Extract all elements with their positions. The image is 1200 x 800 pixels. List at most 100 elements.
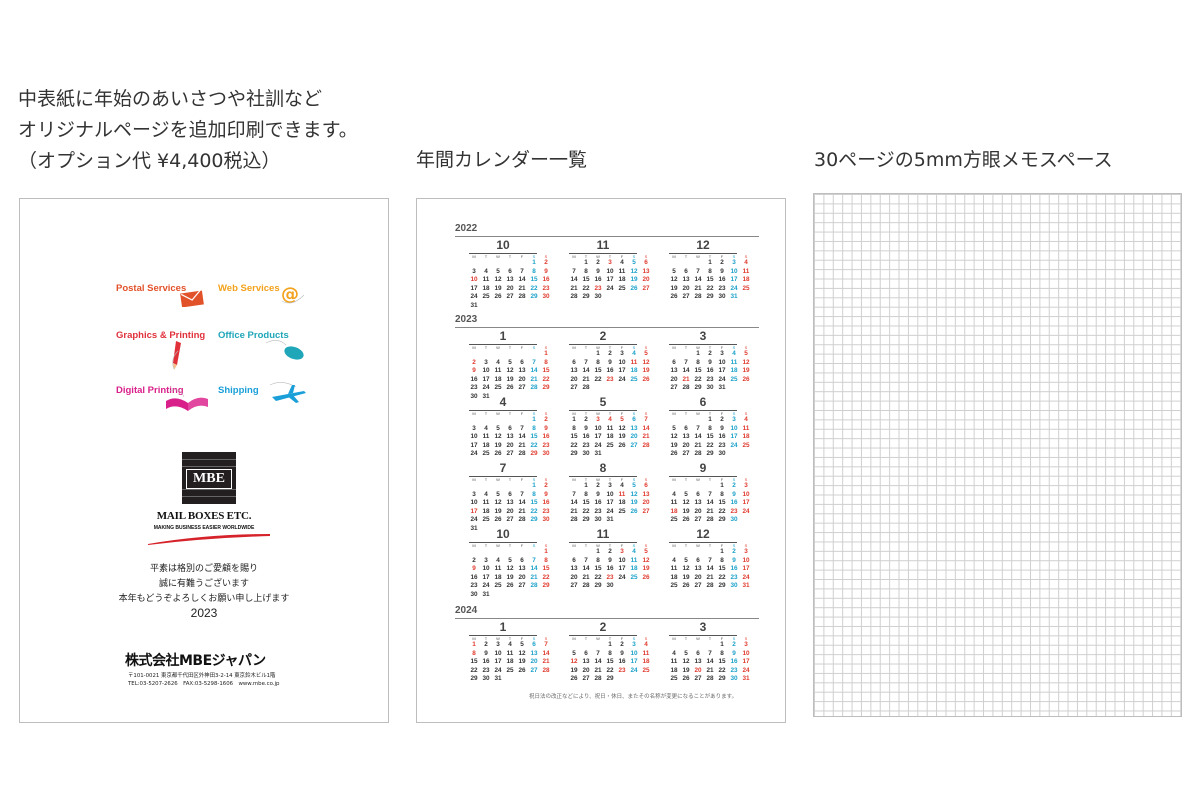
day-cell: 7 <box>708 649 712 657</box>
day-cell: 3 <box>484 556 488 564</box>
month-number: 11 <box>596 527 610 541</box>
day-cell: 30 <box>718 293 726 301</box>
day-cell: 31 <box>718 384 726 392</box>
day-cell: 19 <box>630 499 638 507</box>
day-cell: 1 <box>720 641 724 648</box>
day-cell: 29 <box>606 675 614 683</box>
day-cell: 10 <box>606 490 614 498</box>
day-cell: 5 <box>684 649 688 657</box>
day-cell: 8 <box>708 267 712 275</box>
brand-tagline: MAKING BUSINESS EASIER WORLDWIDE <box>153 525 255 531</box>
day-cell: 1 <box>532 482 536 489</box>
day-cell: 6 <box>684 267 688 275</box>
day-cell: 17 <box>482 573 490 581</box>
day-cell: 25 <box>742 284 750 292</box>
day-cell: 2 <box>732 641 736 648</box>
weekday-header: M <box>572 543 576 548</box>
day-cell: 5 <box>620 416 624 423</box>
day-cell: 15 <box>594 367 602 375</box>
day-cell: 27 <box>642 284 650 292</box>
service-digital: Digital Printing <box>116 385 184 396</box>
day-cell: 30 <box>582 450 590 458</box>
day-cell: 15 <box>582 276 590 284</box>
day-cell: 17 <box>630 658 638 666</box>
day-cell: 5 <box>572 649 576 657</box>
day-cell: 3 <box>732 259 736 266</box>
day-cell: 12 <box>670 276 678 284</box>
day-cell: 12 <box>642 556 650 564</box>
calendar-caption: 年間カレンダー一覧 <box>416 149 588 171</box>
day-cell: 4 <box>620 259 624 266</box>
month-number: 11 <box>596 238 610 252</box>
day-cell: 8 <box>720 649 724 657</box>
day-cell: 27 <box>630 441 638 449</box>
month-rule <box>569 253 637 254</box>
day-cell: 24 <box>594 441 602 449</box>
empty-cell <box>693 641 703 650</box>
svg-text:@: @ <box>281 284 299 305</box>
day-cell: 3 <box>720 350 724 357</box>
weekday-header: S <box>544 543 548 548</box>
pencil-icon <box>172 341 181 370</box>
day-cell: 14 <box>518 276 526 284</box>
day-cell: 4 <box>672 649 676 657</box>
empty-cell <box>705 641 715 650</box>
empty-cell <box>529 548 539 557</box>
day-cell: 16 <box>542 433 550 441</box>
month-rule <box>569 344 637 345</box>
day-cell: 20 <box>642 499 650 507</box>
cover-page: Postal Services Web Services @ Graphics … <box>19 198 389 723</box>
day-cell: 3 <box>472 490 476 498</box>
day-cell: 28 <box>570 516 578 524</box>
day-cell: 5 <box>632 259 636 266</box>
day-cell: 4 <box>672 556 676 564</box>
day-cell: 5 <box>644 548 648 555</box>
day-cell: 28 <box>542 666 550 674</box>
day-cell: 12 <box>494 499 502 507</box>
day-cell: 9 <box>720 267 724 275</box>
weekday-header: T <box>508 411 512 416</box>
day-cell: 27 <box>518 384 526 392</box>
day-cell: 3 <box>472 267 476 275</box>
day-cell: 19 <box>682 666 690 674</box>
day-cell: 2 <box>544 482 548 489</box>
day-cell: 25 <box>670 675 678 683</box>
day-cell: 6 <box>696 649 700 657</box>
weekday-header: T <box>684 543 688 548</box>
day-cell: 15 <box>718 658 726 666</box>
day-cell: 4 <box>644 641 648 648</box>
day-cell: 13 <box>642 490 650 498</box>
day-cell: 7 <box>572 490 576 498</box>
day-cell: 31 <box>494 675 502 683</box>
weekday-header: W <box>596 254 600 259</box>
day-cell: 22 <box>470 666 478 674</box>
day-cell: 6 <box>572 358 576 366</box>
day-cell: 16 <box>730 658 738 666</box>
day-cell: 29 <box>582 516 590 524</box>
mbe-logo-mark: MBE <box>182 452 236 504</box>
day-cell: 23 <box>730 573 738 581</box>
day-cell: 6 <box>672 358 676 366</box>
day-cell: 13 <box>570 367 578 375</box>
day-cell: 23 <box>482 666 490 674</box>
day-cell: 1 <box>696 350 700 357</box>
day-cell: 13 <box>630 424 638 432</box>
day-cell: 11 <box>670 565 678 573</box>
day-cell: 12 <box>494 433 502 441</box>
day-cell: 30 <box>730 516 738 524</box>
day-cell: 5 <box>632 482 636 489</box>
day-cell: 6 <box>508 490 512 498</box>
weekday-header: W <box>696 543 700 548</box>
day-cell: 18 <box>618 499 626 507</box>
day-cell: 2 <box>720 416 724 423</box>
day-cell: 21 <box>642 433 650 441</box>
calendar-page: 祝日法の改正などにより、祝日・休日、またその名称が変更になることがあります。 2… <box>416 198 786 723</box>
weekday-header: F <box>720 477 724 482</box>
day-cell: 9 <box>732 490 736 498</box>
day-cell: 17 <box>742 658 750 666</box>
